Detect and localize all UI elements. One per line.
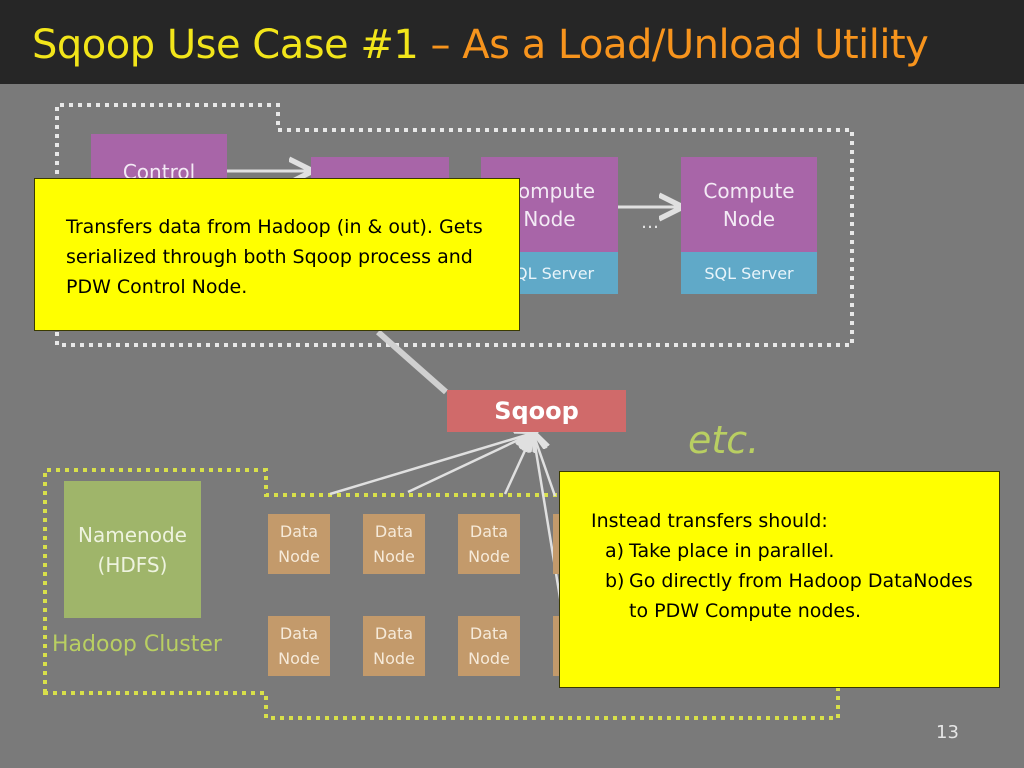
pdw-boundary bbox=[55, 103, 854, 347]
data-node: Data Node bbox=[458, 514, 520, 574]
slide-title-part2: – As a Load/Unload Utility bbox=[418, 22, 929, 68]
list-item-text: Take place in parallel. bbox=[629, 540, 835, 562]
list-item-text: Go directly from Hadoop DataNodes to PDW… bbox=[629, 570, 973, 622]
sql-server-3: SQL Server bbox=[681, 252, 817, 294]
data-node: Data Node bbox=[268, 616, 330, 676]
datanode-to-sqoop-arrow bbox=[329, 433, 533, 496]
data-node-label: Data Node bbox=[373, 522, 415, 566]
datanode-to-sqoop-arrow bbox=[533, 433, 557, 497]
callout-list-item: a) Take place in parallel. bbox=[591, 536, 983, 566]
list-marker: b) bbox=[605, 570, 625, 592]
compute-node-3: Compute Node bbox=[681, 157, 817, 252]
sqoop-label: Sqoop bbox=[494, 397, 579, 425]
namenode: Namenode (HDFS) bbox=[64, 481, 201, 618]
callout-bottom: Instead transfers should: a) Take place … bbox=[559, 471, 1000, 688]
sqoop-to-control-line bbox=[376, 329, 448, 395]
sql-server-2: SQL Server bbox=[481, 252, 618, 294]
callout-top: Transfers data from Hadoop (in & out). G… bbox=[34, 178, 520, 331]
ellipsis: … bbox=[641, 212, 659, 233]
data-node-label: Data Node bbox=[468, 624, 510, 668]
sql-server-label: SQL Server bbox=[704, 263, 794, 283]
compute-node-label: Compute Node bbox=[703, 178, 795, 231]
list-marker: a) bbox=[605, 540, 625, 562]
sql-server-label: SQL Server bbox=[504, 263, 595, 283]
data-node-label: Data Node bbox=[278, 624, 320, 668]
data-node-label: Data Node bbox=[373, 624, 415, 668]
slide-title: Sqoop Use Case #1 – As a Load/Unload Uti… bbox=[32, 20, 929, 70]
callout-bottom-intro: Instead transfers should: bbox=[591, 510, 828, 532]
data-node: Data Node bbox=[268, 514, 330, 574]
datanode-to-sqoop-arrow bbox=[503, 433, 533, 495]
callout-bottom-list: a) Take place in parallel. b) Go directl… bbox=[591, 536, 983, 626]
data-node-label: Data Node bbox=[278, 522, 320, 566]
namenode-label: Namenode (HDFS) bbox=[78, 522, 187, 577]
slide-title-part1: Sqoop Use Case #1 bbox=[32, 22, 419, 68]
hadoop-cluster-label: Hadoop Cluster bbox=[52, 632, 222, 657]
sqoop-box: Sqoop bbox=[447, 390, 626, 432]
etc-label: etc. bbox=[688, 418, 760, 462]
data-node: Data Node bbox=[458, 616, 520, 676]
datanode-to-sqoop-arrow bbox=[407, 433, 533, 494]
callout-top-text: Transfers data from Hadoop (in & out). G… bbox=[66, 216, 483, 298]
data-node-label: Data Node bbox=[468, 522, 510, 566]
page-number: 13 bbox=[936, 722, 959, 743]
title-bar: Sqoop Use Case #1 – As a Load/Unload Uti… bbox=[0, 0, 1024, 84]
callout-list-item: b) Go directly from Hadoop DataNodes to … bbox=[591, 566, 983, 626]
data-node: Data Node bbox=[363, 616, 425, 676]
datanode-to-sqoop-arrow bbox=[533, 433, 564, 611]
data-node: Data Node bbox=[363, 514, 425, 574]
